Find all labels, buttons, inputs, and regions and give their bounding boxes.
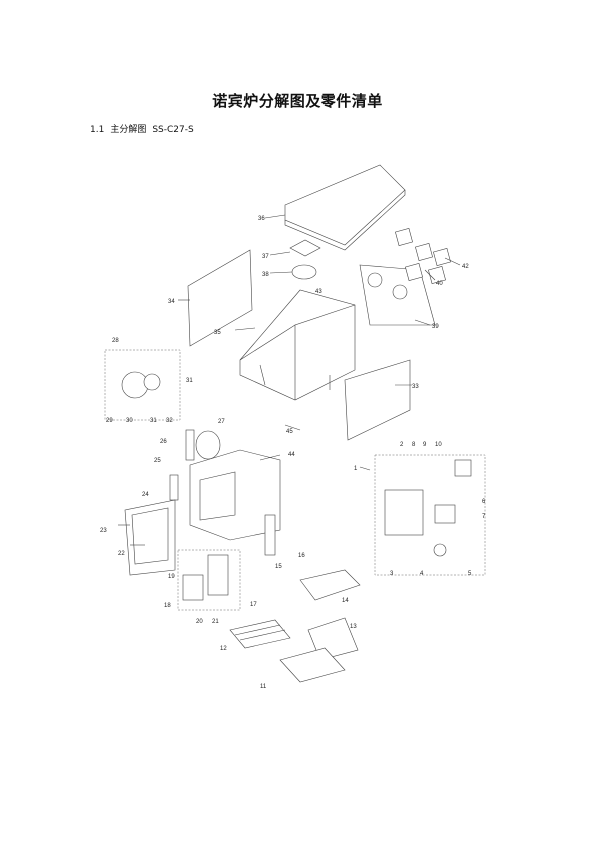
control-panel-group: [177, 549, 241, 611]
right-side-panel: [344, 359, 411, 441]
callout-16: 16: [298, 553, 305, 559]
callout-8: 8: [412, 442, 416, 448]
blower-parts: [289, 239, 321, 280]
section-heading: 1.1 主分解图 SS-C27-S: [90, 122, 200, 135]
callout-38: 36: [258, 216, 265, 222]
callout-1: 1: [354, 466, 358, 472]
heater-element: [185, 429, 221, 461]
callout-18: 18: [164, 603, 171, 609]
callout-6: 6: [482, 499, 486, 505]
callout-43: 40: [436, 281, 443, 287]
section-number: 1.1: [90, 125, 105, 135]
callout-7: 7: [482, 514, 486, 520]
callout-29: 29: [106, 418, 113, 424]
callout-42: 39: [432, 324, 439, 330]
model-number: SS-C27-S: [152, 125, 194, 135]
callout-32: 32: [166, 418, 173, 424]
callout-21: 21: [212, 619, 219, 625]
callout-36: 34: [168, 299, 175, 305]
oven-door: [124, 499, 176, 576]
exploded-view-diagram: 36 37 38 34 35 39 40 42 43 33 28 29 30 3…: [100, 164, 486, 690]
callout-27: 27: [218, 419, 225, 425]
callout-40: 38: [262, 272, 269, 278]
page-title: 诺宾炉分解图及零件清单: [212, 92, 383, 110]
perforated-tray: [279, 647, 346, 683]
callout-2: 2: [400, 442, 404, 448]
electrical-group: [374, 454, 486, 576]
top-cover-part: [284, 164, 406, 251]
callout-45: 45: [286, 429, 293, 435]
callout-15: 15: [275, 564, 282, 570]
main-chassis: [239, 289, 356, 401]
left-side-panel: [187, 249, 253, 347]
callout-22: 22: [118, 551, 125, 557]
callout-25: 25: [154, 458, 161, 464]
oven-cavity: [189, 449, 281, 541]
control-panel: [207, 554, 229, 596]
callout-19: 19: [168, 574, 175, 580]
callout-9: 9: [423, 442, 427, 448]
callout-30: 30: [126, 418, 133, 424]
callout-14: 14: [342, 598, 349, 604]
callout-24: 24: [142, 492, 149, 498]
callout-20: 20: [196, 619, 203, 625]
callout-39: 37: [262, 254, 269, 260]
bracket-24: [169, 474, 179, 501]
callout-34: 44: [288, 452, 295, 458]
section-label: 主分解图: [110, 125, 147, 135]
oven-rack: [229, 619, 291, 649]
tray: [299, 569, 361, 601]
callout-33: 31: [186, 378, 193, 384]
side-bracket-15: [264, 514, 276, 556]
callout-11: 11: [260, 684, 267, 690]
keypad: [182, 574, 204, 601]
callout-12: 12: [220, 646, 227, 652]
callout-28: 28: [112, 338, 119, 344]
callout-31: 31: [150, 418, 157, 424]
leader-lines: [118, 214, 461, 546]
callout-44-fan: 42: [462, 264, 469, 270]
callout-23: 23: [100, 528, 107, 534]
rear-panel: [359, 264, 436, 326]
fan-group: [395, 228, 451, 284]
callout-5: 5: [468, 571, 472, 577]
callout-4: 4: [420, 571, 424, 577]
callout-17: 17: [250, 602, 257, 608]
callout-26: 26: [160, 439, 167, 445]
assembly-group-28: [104, 349, 181, 421]
callout-35: 33: [412, 384, 419, 390]
callout-labels: 36 37 38 34 35 39 40 42 43 33 28 29 30 3…: [100, 216, 486, 690]
callout-10: 10: [435, 442, 442, 448]
callout-37: 35: [214, 330, 221, 336]
callout-13: 13: [350, 624, 357, 630]
callout-3: 3: [390, 571, 394, 577]
callout-44-bolt: 43: [315, 289, 322, 295]
